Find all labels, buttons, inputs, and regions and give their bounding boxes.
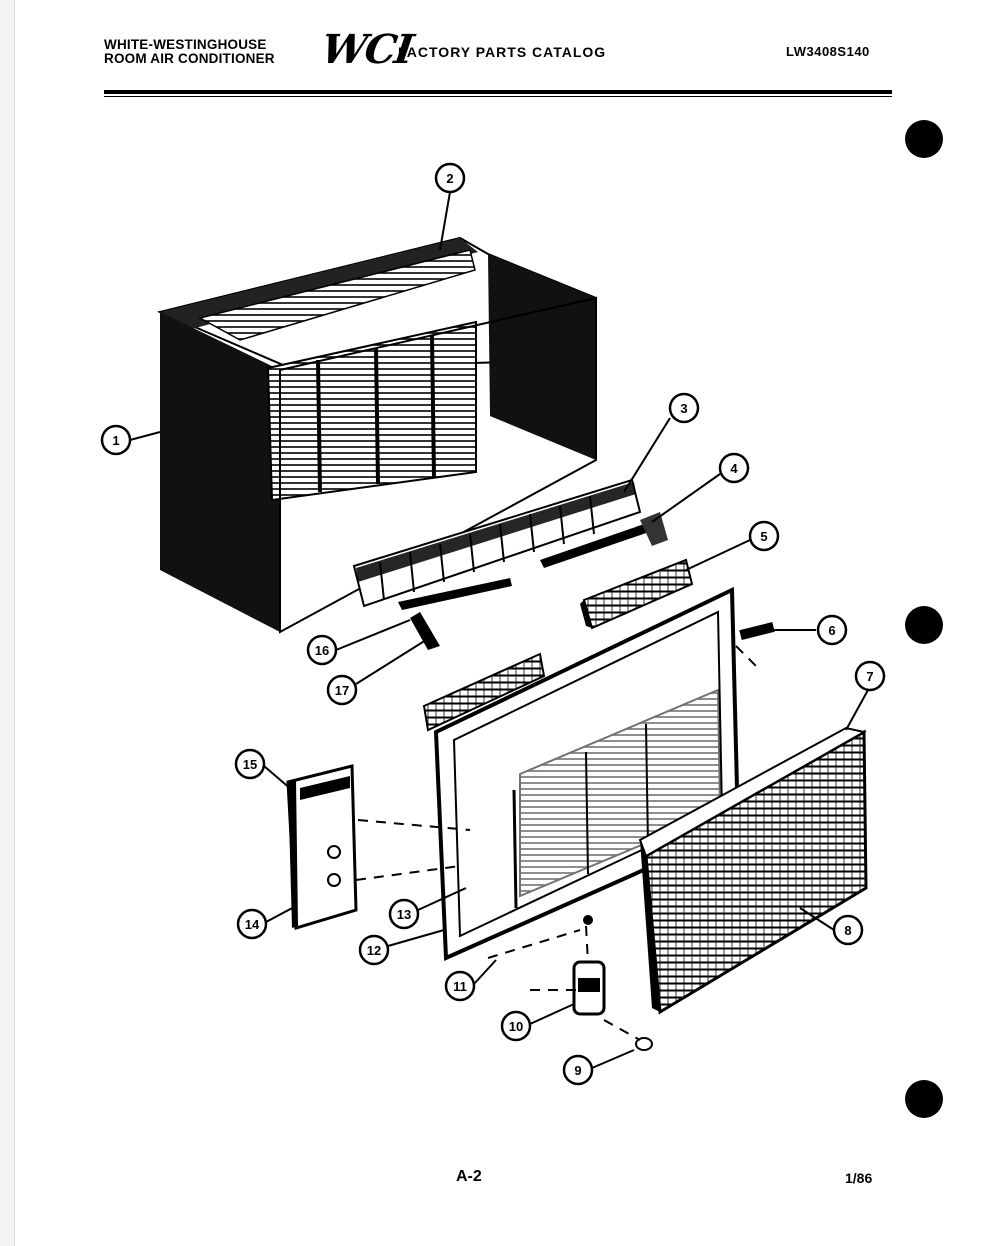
callout-9: 9 [562, 1054, 594, 1086]
front-grille-part [638, 726, 868, 1015]
binder-hole-bottom [905, 1080, 943, 1118]
callout-leaders [129, 191, 869, 1069]
svg-text:10: 10 [509, 1019, 523, 1034]
binder-hole-middle [905, 606, 943, 644]
callout-10: 10 [500, 1010, 532, 1042]
svg-text:4: 4 [730, 461, 738, 476]
catalog-title: FACTORY PARTS CATALOG [398, 44, 607, 60]
svg-text:11: 11 [453, 979, 467, 994]
callout-11: 11 [444, 970, 476, 1002]
binder-hole-top [905, 120, 943, 158]
header-rule-thin [104, 96, 892, 97]
callout-17: 17 [326, 674, 358, 706]
svg-text:2: 2 [446, 171, 453, 186]
callout-16: 16 [306, 634, 338, 666]
callout-7: 7 [854, 660, 886, 692]
callout-4: 4 [718, 452, 750, 484]
svg-text:3: 3 [680, 401, 687, 416]
cabinet-part [156, 236, 598, 634]
control-panel-part [286, 764, 358, 930]
page-left-edge [0, 0, 15, 1246]
svg-text:13: 13 [397, 907, 411, 922]
svg-text:7: 7 [866, 669, 873, 684]
screw-part [739, 622, 775, 640]
callout-3: 3 [668, 392, 700, 424]
air-deflector-rail-part [352, 478, 642, 608]
svg-text:5: 5 [760, 529, 767, 544]
callout-5: 5 [748, 520, 780, 552]
svg-text:6: 6 [828, 623, 835, 638]
callout-1: 1 [100, 424, 132, 456]
catalog-number: LW3408S140 [786, 44, 870, 59]
brand-line-1: WHITE-WESTINGHOUSE [104, 37, 267, 52]
assembly-dashed-lines [355, 645, 759, 1041]
svg-text:17: 17 [335, 683, 349, 698]
revision-date: 1/86 [845, 1170, 873, 1186]
svg-text:14: 14 [245, 917, 260, 932]
louver-insert-part [580, 558, 694, 630]
callout-12: 12 [358, 934, 390, 966]
page-number: A-2 [456, 1168, 482, 1185]
callout-2: 2 [434, 162, 466, 194]
svg-text:12: 12 [367, 943, 381, 958]
vane-bar-part [398, 512, 668, 650]
callout-13: 13 [388, 898, 420, 930]
svg-text:9: 9 [574, 1063, 581, 1078]
switch-parts [572, 915, 653, 1051]
header-rule [104, 90, 892, 94]
svg-text:16: 16 [315, 643, 329, 658]
callout-14: 14 [236, 908, 268, 940]
callout-6: 6 [816, 614, 848, 646]
brand-line-2: ROOM AIR CONDITIONER [104, 51, 275, 66]
callout-8: 8 [832, 914, 864, 946]
svg-text:1: 1 [112, 433, 119, 448]
brand-header: WHITE-WESTINGHOUSE ROOM AIR CONDITIONER [104, 38, 275, 66]
callout-15: 15 [234, 748, 266, 780]
svg-text:8: 8 [844, 923, 851, 938]
svg-text:15: 15 [243, 757, 257, 772]
